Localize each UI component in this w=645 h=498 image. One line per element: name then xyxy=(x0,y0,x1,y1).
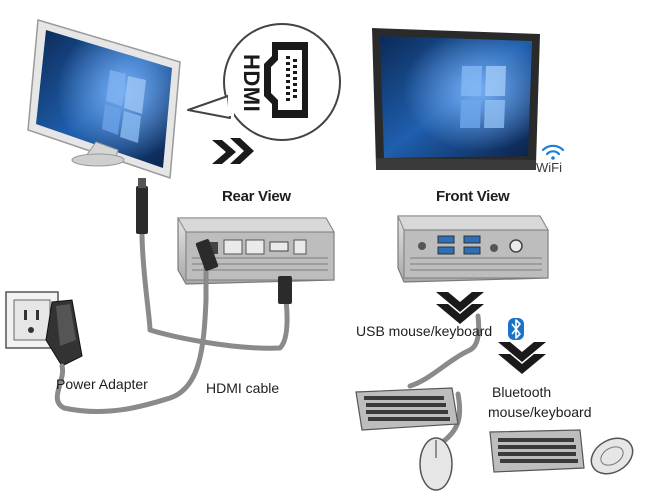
bluetooth-label-line2: mouse/keyboard xyxy=(488,404,592,420)
power-adapter-label: Power Adapter xyxy=(56,376,148,392)
bluetooth-label-line1: Bluetooth xyxy=(492,384,552,400)
front-view-device xyxy=(397,215,549,283)
right-monitor xyxy=(372,28,540,170)
rear-view-label: Rear View xyxy=(222,188,291,205)
usb-keyboard xyxy=(355,387,459,431)
chevron-right-icon xyxy=(212,138,254,164)
rear-view-device xyxy=(177,217,335,285)
hdmi-port-icon xyxy=(264,42,308,118)
power-adapter xyxy=(45,299,83,367)
bluetooth-icon xyxy=(508,318,524,340)
hdmi-cable-label: HDMI cable xyxy=(206,380,280,396)
usb-mouse xyxy=(419,437,453,491)
chevron-down-icon xyxy=(436,292,484,324)
hdmi-plugs xyxy=(136,178,292,304)
bluetooth-mouse xyxy=(590,437,634,475)
chevron-down-icon-2 xyxy=(498,342,546,374)
wifi-label: WiFi xyxy=(536,160,562,175)
bluetooth-keyboard xyxy=(489,429,585,473)
hdmi-badge-label: HDMI xyxy=(239,54,264,113)
usb-mouse-keyboard-label: USB mouse/keyboard xyxy=(356,323,493,339)
wifi-icon xyxy=(541,144,565,160)
left-monitor xyxy=(27,19,181,180)
front-view-label: Front View xyxy=(436,188,510,205)
